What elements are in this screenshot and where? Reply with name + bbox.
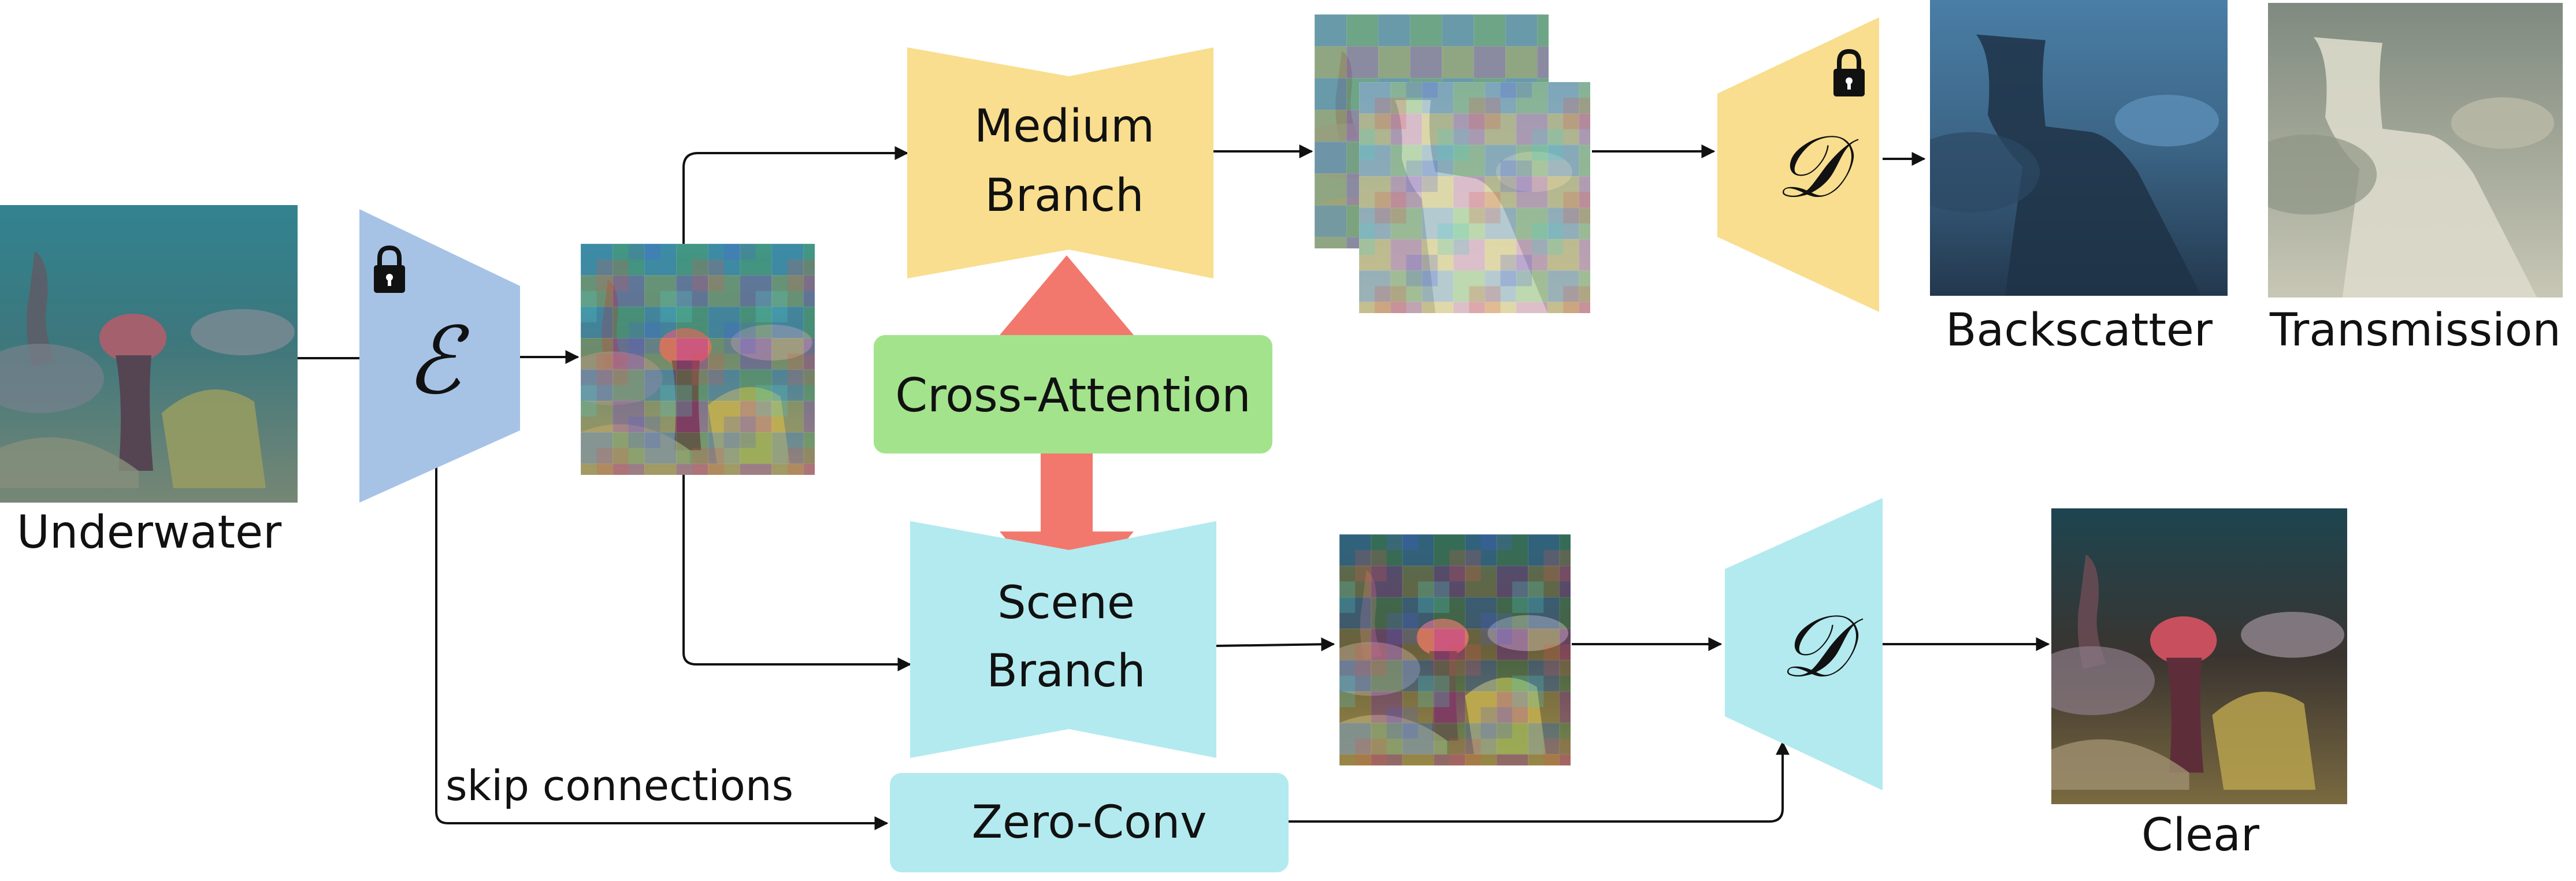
scene-decoder-block: 𝒟: [1725, 498, 1883, 790]
transmission-image: [2268, 3, 2563, 298]
medium-decoder-block: 𝒟: [1717, 17, 1879, 312]
scene-feature-map: [1339, 534, 1571, 765]
cross-attention-block: Cross-Attention: [874, 335, 1272, 453]
zero-conv-block: Zero-Conv: [890, 773, 1289, 872]
clear-label: Clear: [2141, 809, 2260, 861]
skip-connections-label: skip connections: [446, 761, 793, 810]
medium-feature-map-front: [1359, 82, 1590, 313]
latent-feature-map: [581, 244, 815, 475]
medium-branch-block: Medium Branch: [907, 47, 1213, 278]
clear-image: [2051, 508, 2347, 804]
transmission-label: Transmission: [2269, 304, 2561, 356]
connectors: [298, 144, 2050, 830]
encoder-block: ℰ: [359, 209, 520, 503]
lock-icon: [1833, 49, 1865, 96]
zero-conv-label: Zero-Conv: [972, 797, 1207, 849]
underwater-label: Underwater: [17, 507, 282, 559]
scene-branch-label-line1: Scene: [997, 577, 1135, 629]
backscatter-image: [1930, 0, 2228, 296]
scene-branch-block: Scene Branch: [910, 521, 1216, 758]
medium-branch-label-line1: Medium: [974, 101, 1155, 153]
medium-branch-label-line2: Branch: [985, 170, 1144, 222]
encoder-symbol: ℰ: [406, 307, 470, 415]
lock-icon: [374, 245, 405, 293]
cross-attention-label: Cross-Attention: [895, 369, 1251, 422]
scene-branch-label-line2: Branch: [986, 645, 1145, 697]
underwater-image: [0, 205, 298, 503]
backscatter-label: Backscatter: [1946, 304, 2213, 356]
